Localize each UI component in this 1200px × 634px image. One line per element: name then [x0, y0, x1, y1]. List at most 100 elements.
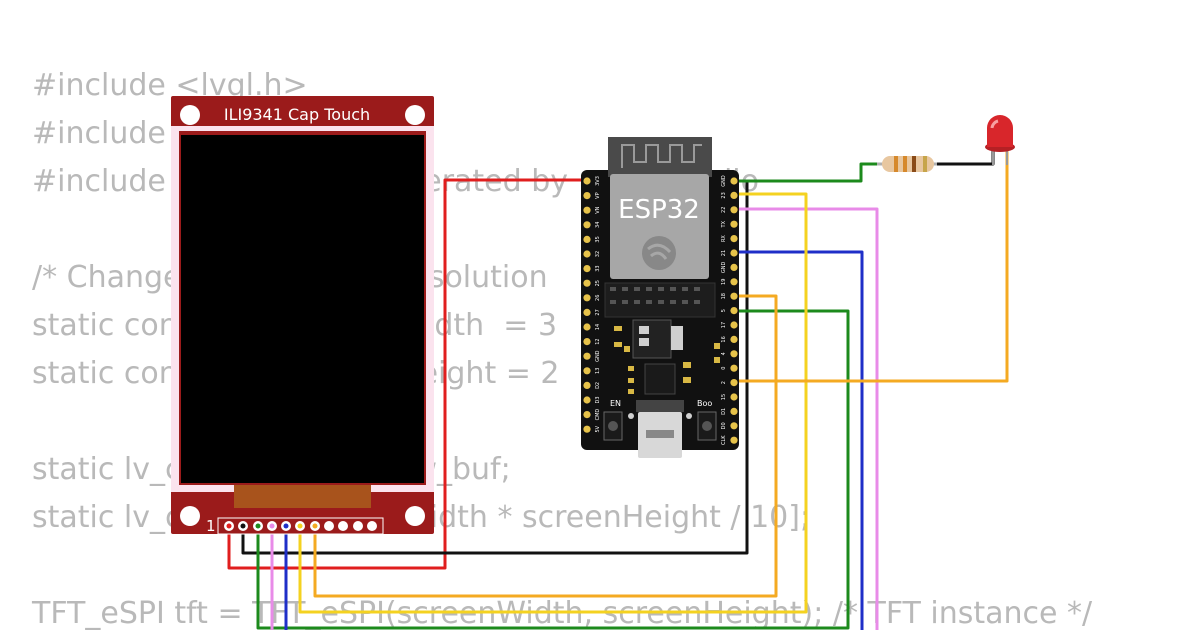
esp32-pin-label: D3: [595, 396, 601, 403]
red-led[interactable]: [985, 115, 1015, 165]
esp32-pin-label: 18: [721, 293, 727, 299]
boot-label: Boo: [697, 399, 712, 408]
esp32-pin-label: D2: [595, 382, 601, 389]
esp32-pin[interactable]: [583, 338, 591, 346]
esp32-pin[interactable]: [583, 323, 591, 331]
esp32-pin-label: 2: [721, 381, 727, 384]
esp32-pin[interactable]: [730, 321, 738, 329]
esp32-pin[interactable]: [583, 279, 591, 287]
esp32-pin[interactable]: [583, 177, 591, 185]
esp32-antenna: [608, 137, 712, 177]
esp32-pin-label: D0: [721, 422, 727, 429]
esp32-pin[interactable]: [730, 249, 738, 257]
esp32-pin[interactable]: [730, 278, 738, 286]
esp32-pin-label: 32: [595, 251, 601, 257]
esp32-pin-label: CMD: [595, 409, 601, 421]
esp32-pin[interactable]: [583, 250, 591, 258]
esp32-pin-label: CLK: [721, 435, 727, 445]
esp32-pin-label: VP: [595, 192, 601, 198]
esp32-pin[interactable]: [730, 220, 738, 228]
esp32-pin[interactable]: [730, 364, 738, 372]
wire-red-3v3: [227, 178, 589, 570]
mounting-hole: [180, 105, 200, 125]
esp32-pin-label: 5: [721, 309, 727, 312]
code-line: /* Change esolution: [32, 260, 548, 295]
esp32-devkit[interactable]: ESP32 EN Boo 3V3VPVN343532332526271412GN…: [581, 137, 739, 458]
esp32-pin[interactable]: [730, 393, 738, 401]
voltage-regulator: [632, 319, 672, 359]
esp32-pin[interactable]: [730, 350, 738, 358]
castellated-pads: [610, 287, 700, 304]
esp32-pin[interactable]: [583, 206, 591, 214]
esp32-pin[interactable]: [730, 235, 738, 243]
esp32-pin[interactable]: [730, 177, 738, 185]
esp32-pin-label: TX: [721, 220, 727, 228]
esp32-pin[interactable]: [583, 396, 591, 404]
wire-green-gnd-resistor: [732, 162, 879, 183]
esp32-pin[interactable]: [583, 352, 591, 360]
ili9341-display-module[interactable]: ILI9341 Cap Touch 1: [171, 96, 434, 535]
display-screen: [181, 135, 424, 483]
esp32-pin[interactable]: [730, 292, 738, 300]
esp32-pin-label: GND: [595, 350, 601, 362]
esp32-pin-label: 26: [595, 295, 601, 301]
wire-pink-d22: [270, 207, 879, 630]
esp32-pin-label: 13: [595, 368, 601, 374]
antenna-trace: [621, 144, 702, 168]
esp32-pin[interactable]: [583, 265, 591, 273]
resistor[interactable]: [877, 156, 937, 172]
esp32-pin[interactable]: [730, 191, 738, 199]
wire-yellow-d23: [298, 192, 808, 614]
esp32-pin-label: GND: [721, 175, 727, 187]
esp32-pin[interactable]: [583, 381, 591, 389]
en-label: EN: [610, 399, 621, 408]
esp32-pin-label: 14: [595, 324, 601, 330]
wire-black-resistor-led: [935, 148, 995, 166]
display-pin-one-label: 1: [206, 517, 216, 535]
esp32-pin-label: GND: [721, 262, 727, 274]
esp32-pin[interactable]: [730, 335, 738, 343]
wire-blue-d21: [284, 250, 864, 630]
esp32-pin[interactable]: [583, 367, 591, 375]
esp32-pin-label: 4: [721, 352, 727, 355]
display-flex-cable: [234, 485, 371, 508]
esp32-pin-label: 25: [595, 280, 601, 286]
esp32-pin[interactable]: [583, 308, 591, 316]
esp32-pin-label: 22: [721, 207, 727, 213]
esp32-pin[interactable]: [730, 436, 738, 444]
smd-components: [614, 326, 720, 394]
esp32-pin-label: 35: [595, 236, 601, 242]
code-line: #include: [32, 116, 166, 151]
usb-uart-chip: [644, 363, 676, 395]
esp32-pin[interactable]: [730, 307, 738, 315]
esp32-pin[interactable]: [583, 192, 591, 200]
esp32-pin[interactable]: [730, 422, 738, 430]
esp32-pin[interactable]: [583, 425, 591, 433]
esp32-pin[interactable]: [730, 407, 738, 415]
esp32-pin-label: 33: [595, 265, 601, 271]
esp32-pin-label: 17: [721, 322, 727, 328]
esp32-pin-label: 12: [595, 338, 601, 344]
esp32-pin-label: 15: [721, 394, 727, 400]
esp32-pin[interactable]: [730, 263, 738, 271]
esp32-pin-label: 23: [721, 192, 727, 198]
esp32-pin[interactable]: [730, 206, 738, 214]
esp32-pin[interactable]: [583, 411, 591, 419]
wire-orange-d18: [313, 294, 778, 598]
esp32-pin-label: 3V3: [595, 176, 601, 186]
esp32-pin[interactable]: [583, 294, 591, 302]
display-title: ILI9341 Cap Touch: [224, 105, 370, 124]
display-header-pins: [224, 521, 377, 531]
esp32-pin-label: 0: [721, 367, 727, 370]
esp32-pin-label: 19: [721, 279, 727, 285]
wire-orange-d2-led: [732, 150, 1009, 383]
esp32-pin[interactable]: [730, 379, 738, 387]
esp32-pin[interactable]: [583, 235, 591, 243]
esp32-pin-label: VN: [595, 206, 601, 213]
esp32-pin-label: 27: [595, 309, 601, 315]
esp32-pin[interactable]: [583, 221, 591, 229]
wire-green-d5: [256, 309, 850, 630]
